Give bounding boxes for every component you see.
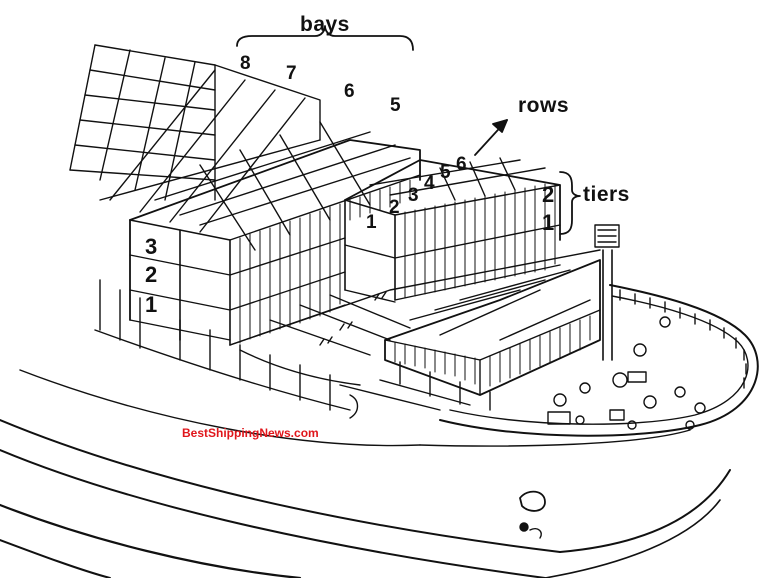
mid-stack [344,157,561,303]
bow-deck [439,224,759,437]
row-number: 4 [424,173,435,194]
tier-number-right: 1 [542,210,555,235]
bays-label: bays [300,13,350,36]
aft-stack-top [69,44,321,233]
row-number: 1 [366,212,377,233]
hull-side-frames [94,279,441,419]
bay-number: 5 [390,95,401,116]
tier-number-left: 2 [145,262,158,287]
rows-arrow [474,119,508,156]
main-stack [129,121,421,346]
row-number: 3 [408,185,419,206]
tier-number-left: 1 [145,292,158,317]
forward-stack [379,259,601,411]
tiers-label: tiers [583,183,630,206]
open-hold [229,249,601,386]
watermark-text: BestShippingNews.com [182,426,319,440]
bay-number: 6 [344,81,355,102]
tier-number-left: 3 [145,234,158,259]
row-number: 2 [389,197,400,218]
hull-lines [0,369,731,578]
bays-brace [236,25,414,51]
rows-label: rows [518,94,570,117]
tier-number-right: 2 [542,182,555,207]
hawse-pipe [519,490,546,539]
tiers-brace [559,171,581,235]
bay-number: 8 [240,53,251,74]
bay-number: 7 [286,63,297,84]
row-number: 6 [456,154,467,175]
row-number: 5 [440,162,451,183]
